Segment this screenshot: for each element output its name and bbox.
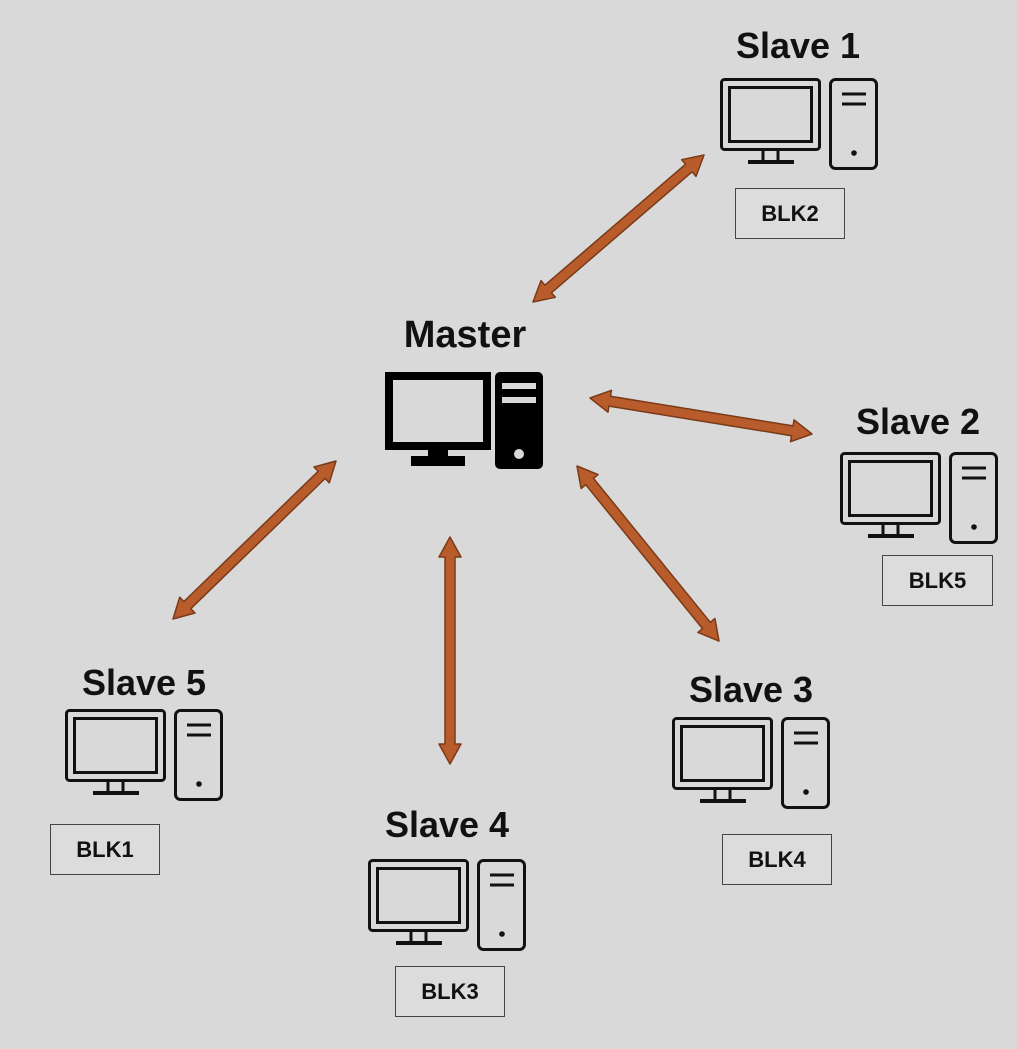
arrow-master-slave4 bbox=[438, 536, 462, 765]
slave-2-computer-icon bbox=[840, 452, 998, 544]
slave-2-block-label: BLK5 bbox=[882, 555, 993, 606]
slave-4-computer-icon bbox=[368, 859, 526, 951]
slave-5-title: Slave 5 bbox=[81, 662, 207, 703]
slave-1-block-label: BLK2 bbox=[735, 188, 845, 239]
master-title: Master bbox=[403, 314, 527, 356]
arrow-master-slave3 bbox=[576, 465, 720, 642]
slave-5-computer-icon bbox=[65, 709, 223, 801]
arrow-master-slave2 bbox=[589, 389, 813, 443]
slave-3-block-label: BLK4 bbox=[722, 834, 832, 885]
slave-2-title: Slave 2 bbox=[855, 401, 981, 442]
master-computer-icon bbox=[385, 372, 543, 469]
arrow-master-slave1 bbox=[532, 154, 705, 303]
slave-3-computer-icon bbox=[672, 717, 830, 809]
arrow-master-slave5 bbox=[172, 460, 337, 620]
slave-1-title: Slave 1 bbox=[735, 25, 861, 66]
slave-4-title: Slave 4 bbox=[384, 804, 510, 845]
slave-1-computer-icon bbox=[720, 78, 878, 170]
slave-3-title: Slave 3 bbox=[688, 669, 814, 710]
slave-5-block-label: BLK1 bbox=[50, 824, 160, 875]
slave-4-block-label: BLK3 bbox=[395, 966, 505, 1017]
